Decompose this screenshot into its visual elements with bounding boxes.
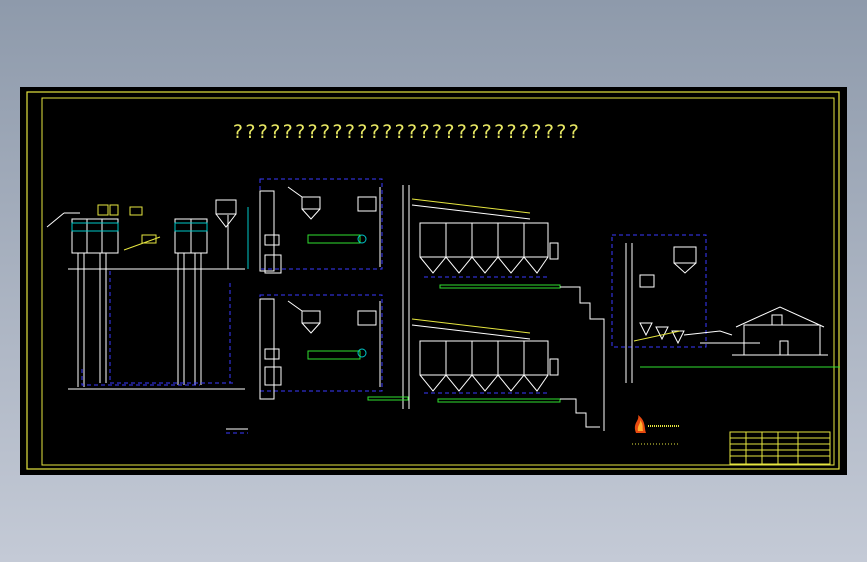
process-flow-diagram — [26, 91, 840, 470]
inner-frame — [41, 97, 835, 466]
legend — [226, 428, 248, 434]
process-line-upper — [259, 178, 383, 274]
flame-logo-icon — [632, 415, 680, 445]
drawing-title: ???????????????????????????? — [232, 121, 581, 143]
silo-bank-lower — [367, 307, 561, 409]
plant-building — [732, 306, 828, 356]
title-block — [729, 431, 831, 465]
step-connector — [560, 286, 605, 431]
packing-section — [611, 234, 840, 383]
cad-drawing-canvas[interactable]: ???????????????????????????? — [20, 87, 847, 475]
process-line-lower — [229, 283, 383, 400]
outer-frame — [26, 91, 840, 470]
raw-material-section — [46, 199, 249, 390]
silo-bank-upper — [402, 185, 561, 309]
